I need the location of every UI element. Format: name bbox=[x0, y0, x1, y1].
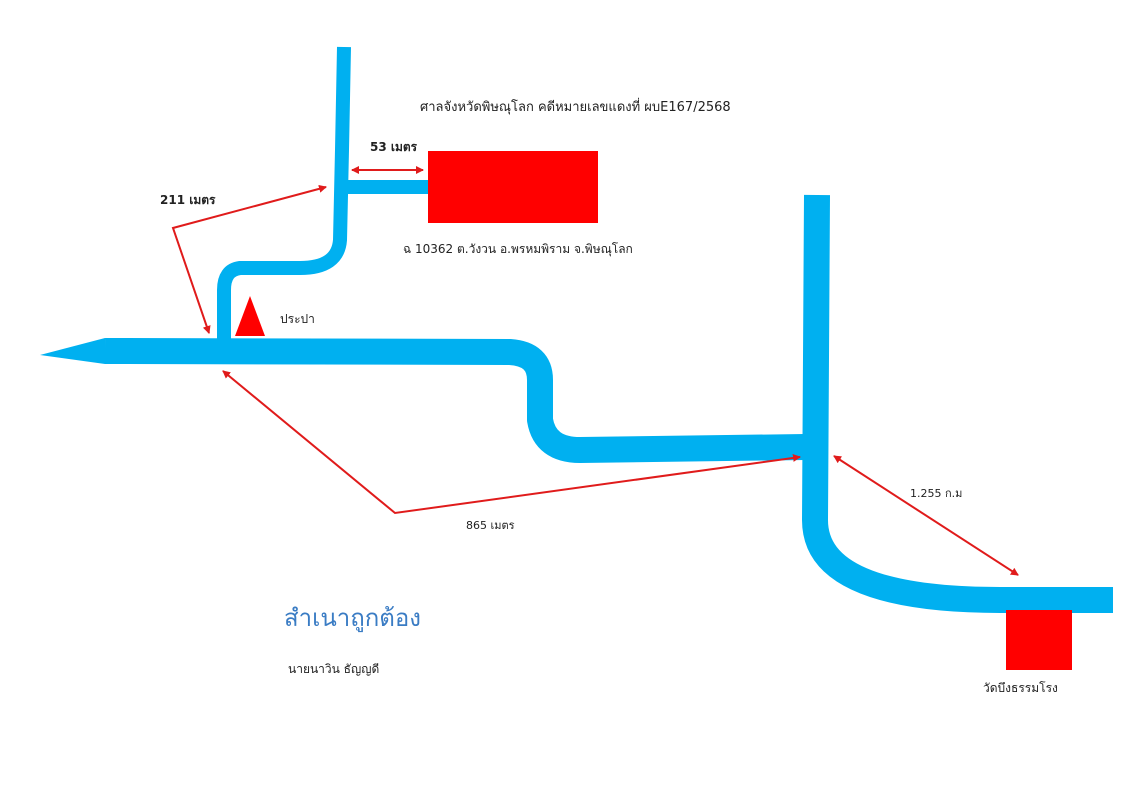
certified-copy-label: สำเนาถูกต้อง bbox=[284, 604, 421, 632]
signer-name: นายนาวิน ธัญญดี bbox=[288, 662, 380, 676]
arrow-211 bbox=[171, 184, 327, 334]
distance-arrows bbox=[171, 166, 1019, 576]
deed-location-label: ฉ 10362 ต.วังวน อ.พรหมพิราม จ.พิษณุโลก bbox=[403, 242, 633, 256]
arrow-1255 bbox=[833, 455, 1019, 576]
arrow-865 bbox=[222, 370, 801, 515]
temple-plot bbox=[1006, 610, 1072, 670]
distance-53-label: 53 เมตร bbox=[370, 140, 418, 154]
north-road bbox=[217, 46, 351, 340]
main-road-west-tip bbox=[40, 338, 105, 364]
water-supply-label: ประปา bbox=[280, 312, 315, 326]
main-road bbox=[104, 338, 806, 463]
court-case-label: ศาลจังหวัดพิษณุโลก คดีหมายเลขแดงที่ ผบE1… bbox=[420, 100, 731, 115]
distance-1255-label: 1.255 ก.ม bbox=[910, 487, 963, 500]
land-plot bbox=[428, 151, 598, 223]
east-road bbox=[802, 194, 1113, 613]
distance-865-label: 865 เมตร bbox=[466, 519, 515, 532]
distance-211-label: 211 เมตร bbox=[160, 193, 216, 207]
temple-label: วัดบึงธรรมโรง bbox=[983, 681, 1058, 695]
roads bbox=[40, 46, 1113, 613]
water-supply-marker bbox=[235, 296, 265, 336]
